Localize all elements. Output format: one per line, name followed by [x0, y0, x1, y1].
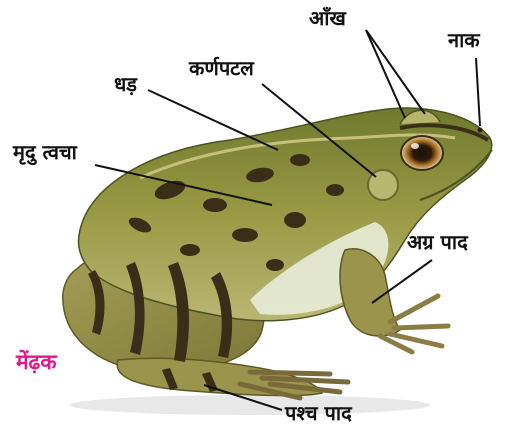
label-forelimb: अग्र पाद: [407, 232, 468, 252]
label-skin: मृदु त्वचा: [13, 142, 77, 162]
label-eardrum: कर्णपटल: [189, 58, 254, 78]
leader-eye-left: [366, 30, 405, 118]
label-eye: आँख: [309, 8, 346, 28]
eye-highlight: [411, 143, 419, 149]
diagram-title: मेंढ़क: [16, 352, 57, 373]
label-hindlimb: पश्च पाद: [285, 403, 352, 423]
nostril: [478, 128, 483, 133]
label-body: धड़: [114, 74, 137, 94]
leader-nose: [476, 58, 480, 126]
label-nose: नाक: [448, 30, 480, 50]
frog-eye: [401, 136, 443, 170]
ground-shadow: [70, 395, 430, 415]
leader-body: [148, 90, 278, 150]
leader-eye-right: [366, 30, 425, 114]
